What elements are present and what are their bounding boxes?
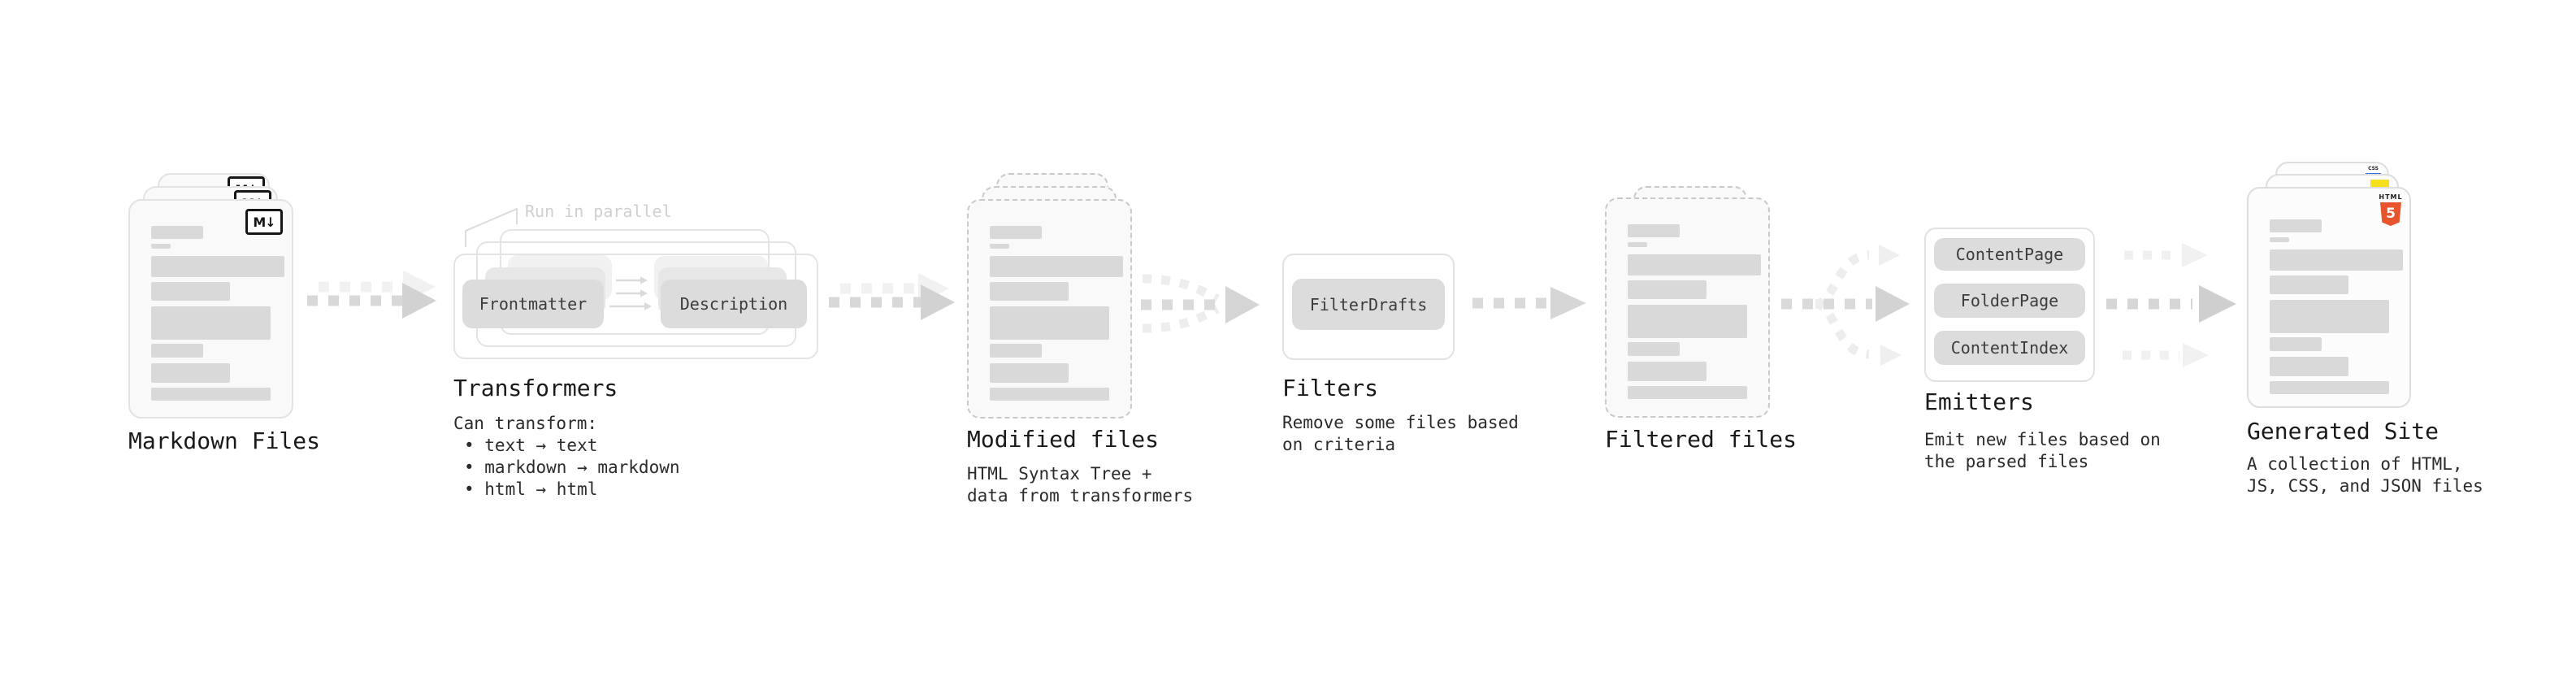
placeholder-line	[151, 226, 203, 239]
filters-label: Filters	[1282, 375, 1379, 401]
transformers-label: Transformers	[453, 375, 618, 401]
placeholder-line	[1628, 342, 1680, 356]
contentpage-box: ContentPage	[1934, 238, 2085, 271]
placeholder-line	[151, 256, 284, 277]
placeholder-line	[2270, 237, 2289, 242]
placeholder-line	[1628, 280, 1706, 299]
placeholder-line	[2270, 249, 2403, 271]
markdown-file-card: M↓	[128, 199, 293, 419]
modified-files-label: Modified files	[967, 426, 1160, 453]
emitters-label: Emitters	[1924, 388, 2034, 415]
parallel-callout-line	[465, 207, 518, 247]
placeholder-line	[990, 256, 1123, 277]
placeholder-line	[990, 306, 1109, 340]
filtered-file-card	[1605, 197, 1770, 418]
generated-site-label: Generated Site	[2247, 418, 2439, 445]
placeholder-line	[151, 282, 230, 301]
description-box: Description	[661, 280, 807, 328]
html5-icon: HTML 5	[2379, 193, 2403, 226]
placeholder-line	[1628, 224, 1680, 237]
arrow-markdown-to-transformers	[307, 271, 436, 319]
placeholder-line	[1628, 242, 1647, 247]
transformers-panel-front	[453, 254, 818, 359]
placeholder-line	[990, 388, 1109, 401]
arrow-transformers-to-modified	[829, 273, 955, 320]
placeholder-line	[2270, 275, 2348, 294]
placeholder-line	[1628, 305, 1747, 338]
arrow-filters-to-filtered	[1472, 287, 1586, 319]
placeholder-line	[990, 244, 1009, 249]
arrow-filtered-to-emitters	[1781, 245, 1910, 366]
placeholder-line	[1628, 362, 1706, 381]
modified-files-note: HTML Syntax Tree + data from transformer…	[967, 464, 1194, 505]
emitters-note: Emit new files based on the parsed files	[1924, 430, 2161, 471]
transform-flow-arrows	[609, 276, 652, 310]
placeholder-line	[1628, 254, 1761, 275]
markdown-files-label: Markdown Files	[128, 427, 321, 454]
placeholder-line	[2270, 337, 2322, 351]
placeholder-line	[1628, 386, 1747, 399]
markdown-icon: M↓	[245, 209, 283, 235]
placeholder-line	[151, 244, 171, 249]
placeholder-line	[990, 282, 1069, 301]
placeholder-line	[990, 363, 1069, 383]
frontmatter-box: Frontmatter	[462, 280, 604, 328]
generated-site-note: A collection of HTML, JS, CSS, and JSON …	[2247, 454, 2483, 496]
transformers-note: Can transform: • text → text • markdown …	[453, 414, 680, 499]
placeholder-line	[151, 344, 203, 358]
placeholder-line	[2270, 219, 2322, 232]
placeholder-line	[151, 363, 230, 383]
filterdrafts-box: FilterDrafts	[1292, 279, 1445, 330]
contentindex-box: ContentIndex	[1934, 331, 2085, 365]
placeholder-line	[151, 388, 271, 401]
run-in-parallel-label: Run in parallel	[525, 202, 672, 221]
placeholder-line	[2270, 357, 2348, 376]
arrow-emitters-to-generated	[2106, 243, 2236, 367]
placeholder-line	[990, 344, 1042, 358]
generated-file-card: HTML 5	[2247, 187, 2411, 408]
placeholder-line	[2270, 381, 2389, 394]
modified-file-card	[967, 199, 1132, 419]
filters-note: Remove some files based on criteria	[1282, 413, 1519, 454]
arrow-modified-to-filters	[1141, 274, 1260, 333]
placeholder-line	[990, 226, 1042, 239]
placeholder-line	[2270, 300, 2389, 333]
placeholder-line	[151, 306, 271, 340]
filtered-files-label: Filtered files	[1605, 426, 1798, 453]
folderpage-box: FolderPage	[1934, 284, 2085, 318]
